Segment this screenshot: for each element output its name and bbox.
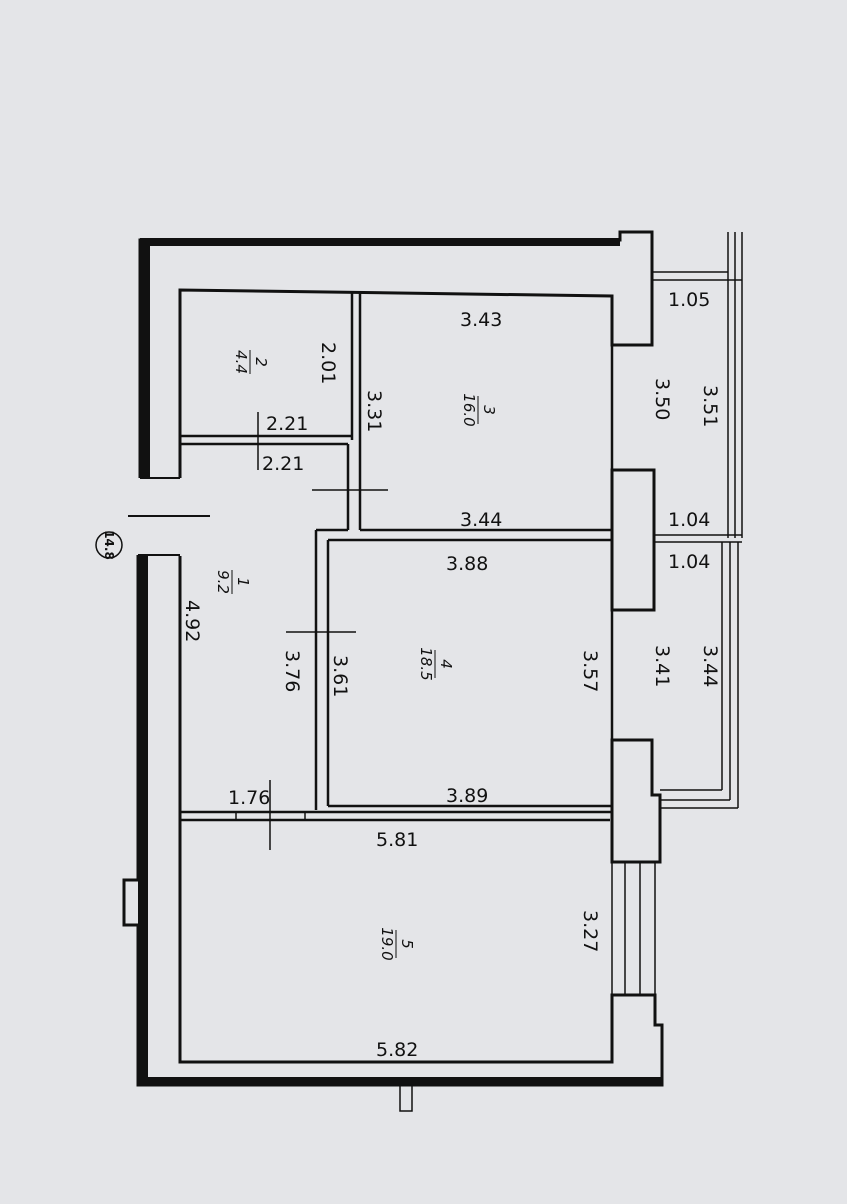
dim-3-44-mid: 3.44 xyxy=(460,509,502,531)
window xyxy=(611,862,656,995)
dim-3-43: 3.43 xyxy=(460,309,502,331)
dim-3-50: 3.50 xyxy=(651,378,673,420)
dim-3-51: 3.51 xyxy=(699,385,721,427)
dim-3-27: 3.27 xyxy=(579,910,601,952)
room-3-number: 3 xyxy=(480,405,498,415)
door-marks xyxy=(235,412,388,850)
room-2-number: 2 xyxy=(252,357,270,367)
dimension-labels: 3.43 1.05 2.01 3.31 3.51 3.50 2.21 2.21 … xyxy=(181,289,721,1061)
room-1-number: 1 xyxy=(234,577,252,587)
room-4-area: 18.5 xyxy=(417,647,435,680)
dim-5-82: 5.82 xyxy=(376,1039,418,1061)
dim-1-04-bottom: 1.04 xyxy=(668,551,710,573)
entrance xyxy=(128,477,210,556)
balcony xyxy=(652,232,743,809)
apartment-label: 14.8 xyxy=(102,530,116,560)
dim-1-05: 1.05 xyxy=(668,289,710,311)
dim-3-31: 3.31 xyxy=(363,390,385,432)
wall-fill xyxy=(138,238,662,1085)
room-5-number: 5 xyxy=(398,939,416,949)
room-1-area: 9.2 xyxy=(214,570,232,594)
dim-2-21-top: 2.21 xyxy=(266,413,308,435)
dim-2-01: 2.01 xyxy=(317,342,339,384)
dim-3-61: 3.61 xyxy=(329,655,351,697)
dim-3-41: 3.41 xyxy=(651,645,673,687)
bottom-stub xyxy=(399,1084,413,1112)
dim-3-44-right: 3.44 xyxy=(699,645,721,687)
dim-2-21-bottom: 2.21 xyxy=(262,453,304,475)
room-2-area: 4.4 xyxy=(232,350,250,374)
room-labels: 2 4.4 3 16.0 1 9.2 4 18.5 5 19.0 xyxy=(214,350,498,961)
dim-4-92: 4.92 xyxy=(181,600,203,642)
room-4-number: 4 xyxy=(437,659,455,669)
dim-1-04-top: 1.04 xyxy=(668,509,710,531)
dim-3-76: 3.76 xyxy=(281,650,303,692)
dim-3-57: 3.57 xyxy=(579,650,601,692)
apartment-badge: 14.8 xyxy=(95,530,123,560)
interior-walls xyxy=(180,292,614,822)
dim-5-81: 5.81 xyxy=(376,829,418,851)
dim-1-76: 1.76 xyxy=(228,787,270,809)
dim-3-89: 3.89 xyxy=(446,785,488,807)
room-3-area: 16.0 xyxy=(460,393,478,426)
room-5-area: 19.0 xyxy=(378,927,396,960)
dim-3-88: 3.88 xyxy=(446,553,488,575)
